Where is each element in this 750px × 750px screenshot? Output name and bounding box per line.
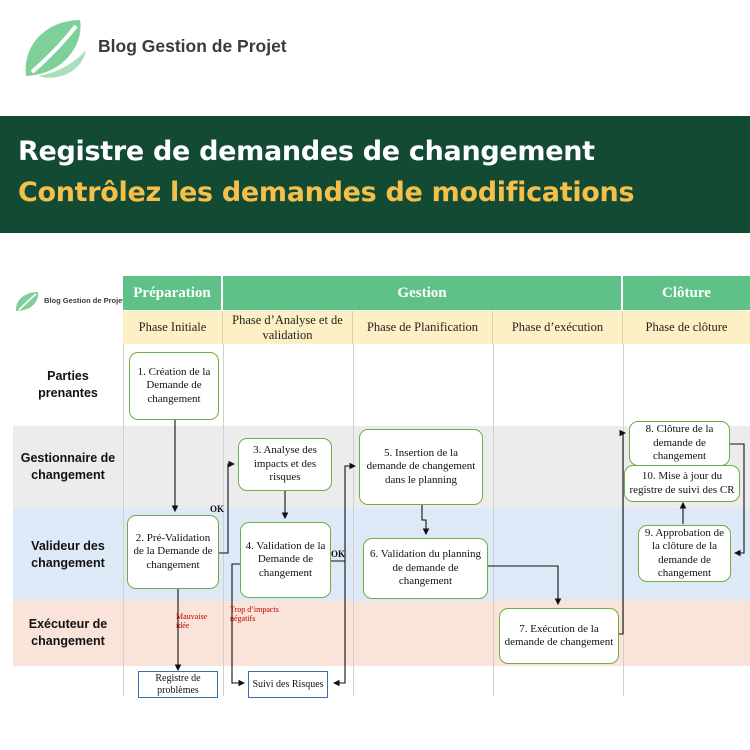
step-6-box: 6. Validation du planning de demande de …: [363, 538, 488, 599]
lane-label-gestionnaire: Gestionnaire de changement: [20, 451, 116, 482]
leaf-logo-small-icon: [15, 292, 39, 311]
column-divider: [353, 344, 354, 696]
step-1-box: 1. Création de la Demande de changement: [129, 352, 219, 420]
ok-label: OK: [331, 549, 346, 559]
banner-title: Registre de demandes de changement: [18, 136, 595, 167]
brand-name: Blog Gestion de Projet: [98, 36, 287, 56]
step-7-box: 7. Exécution de la demande de changement: [499, 608, 619, 664]
column-divider: [223, 344, 224, 696]
subphase-execution: Phase d’exécution: [493, 311, 623, 344]
banner-subtitle: Contrôlez les demandes de modifications: [18, 177, 635, 208]
step-3-box: 3. Analyse des impacts et des risques: [238, 438, 332, 491]
diagram-brand-logo: [13, 290, 43, 314]
too-many-impacts-label: Trop d’impacts négatifs: [230, 605, 279, 624]
leaf-logo-icon: [25, 20, 86, 78]
subphase-cloture: Phase de clôture: [623, 311, 750, 344]
step-4-box: 4. Validation de la Demande de changemen…: [240, 522, 331, 598]
ok-label: OK: [210, 504, 225, 514]
step-10-box: 10. Mise à jour du registre de suivi des…: [624, 465, 740, 502]
step-8-box: 8. Clôture de la demande de changement: [629, 421, 730, 466]
bad-idea-label: Mauvaise idée: [176, 612, 208, 631]
step-9-box: 9. Approbation de la clôture de la deman…: [638, 525, 731, 582]
subphase-analyse: Phase d’Analyse et de validation: [223, 311, 353, 344]
phase-gestion: Gestion: [223, 276, 623, 310]
subphase-initiale: Phase Initiale: [123, 311, 223, 344]
lane-label-parties-prenantes: Parties prenantes: [38, 369, 98, 400]
phase-preparation: Préparation: [123, 276, 223, 310]
risks-register-box: Suivi des Risques: [248, 671, 328, 698]
brand-logo: [18, 14, 94, 84]
lane-executeur: [13, 601, 750, 666]
step-5-box: 5. Insertion de la demande de changement…: [359, 429, 483, 505]
column-divider: [123, 344, 124, 696]
column-divider: [493, 344, 494, 696]
diagram-brand-name: Blog Gestion de Projet: [44, 296, 125, 305]
lane-label-valideur: Valideur des changement: [31, 539, 105, 570]
lane-label-executeur: Exécuteur de changement: [28, 617, 108, 648]
phase-cloture: Clôture: [623, 276, 750, 310]
step-2-box: 2. Pré-Validation de la Demande de chang…: [127, 515, 219, 589]
subphase-planification: Phase de Planification: [353, 311, 493, 344]
banner: [0, 116, 750, 233]
problems-register-box: Registre de problèmes: [138, 671, 218, 698]
